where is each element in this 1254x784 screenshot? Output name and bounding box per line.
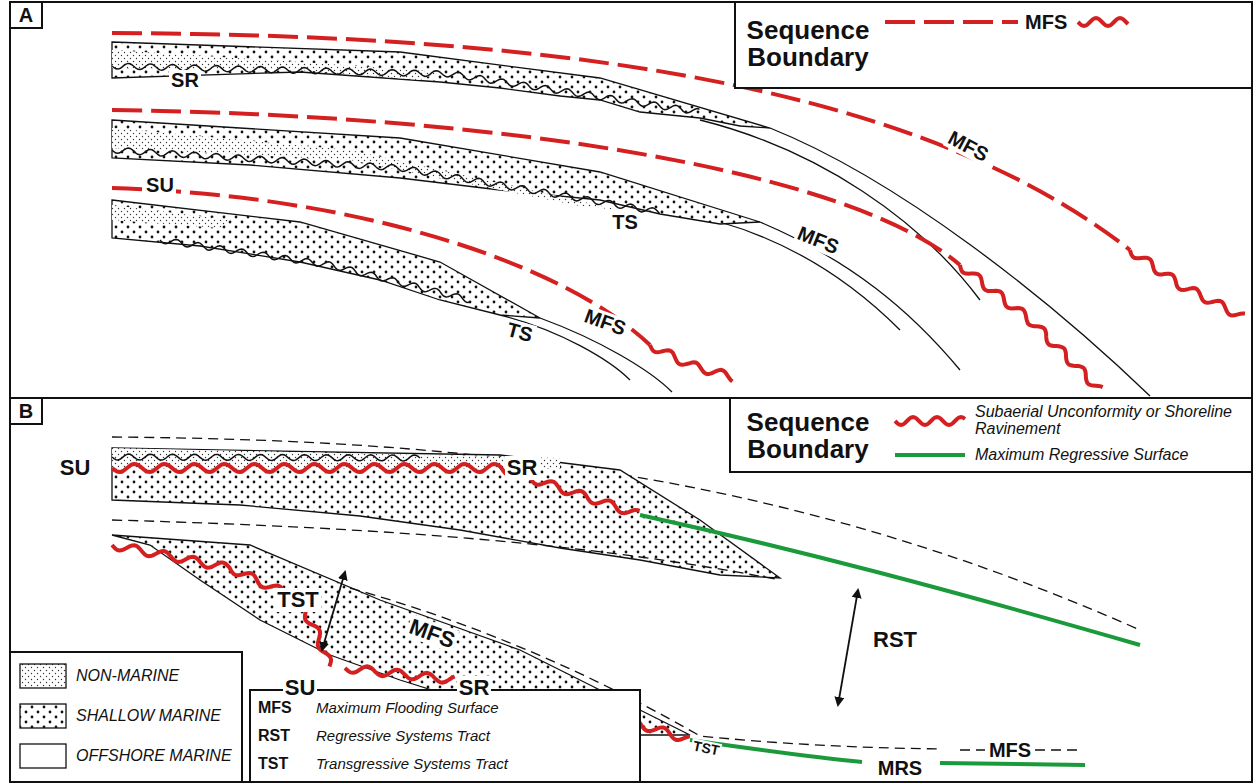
legend-sample-wavy [895, 417, 965, 425]
legend-frame [735, 2, 1252, 88]
label: RST [871, 628, 919, 651]
label: MFS [943, 126, 994, 166]
panel-frame [10, 398, 1252, 782]
label: Regressive Systems Tract [316, 728, 490, 744]
erosion-surface [112, 148, 660, 214]
label: SU [283, 676, 318, 699]
label: SR [457, 676, 492, 699]
label: TST [275, 588, 321, 611]
label: TST [690, 738, 723, 759]
label: MFS [793, 222, 844, 259]
panel-tag [10, 2, 42, 28]
thickness-arrow [322, 572, 345, 650]
legend-frame [730, 398, 1252, 472]
mfs-boundary-wavy [650, 345, 732, 381]
shallow-marine-wedge [112, 42, 770, 128]
label: MFS [987, 740, 1033, 761]
label: SU [144, 175, 176, 196]
label: SU [60, 456, 91, 479]
legend-swatch [20, 704, 66, 728]
legend-text: SHALLOW MARINE [76, 708, 221, 725]
label: TST [258, 756, 288, 773]
legend-text: MFS [1025, 12, 1067, 33]
label: SR [169, 70, 201, 91]
label: MRS [876, 758, 924, 779]
legend-sample-wavy [1078, 18, 1128, 26]
erosion-surface [112, 454, 420, 461]
legend-text: Maximum Regressive Surface [975, 447, 1245, 464]
label: MFS [258, 700, 292, 717]
label: Sequence Boundary [738, 17, 878, 72]
label: B [19, 401, 33, 422]
non-marine-unit [112, 50, 440, 80]
thickness-arrow [838, 590, 858, 705]
non-marine-unit [112, 205, 230, 228]
legend-swatch [20, 744, 66, 768]
label: TS [610, 212, 640, 233]
label: TS [503, 318, 537, 346]
legend-sample-line [885, 20, 1018, 24]
erosion-surface [160, 239, 469, 302]
offshore-lines [500, 120, 1150, 396]
label: RST [258, 728, 290, 745]
sequence-boundary-wavy [112, 545, 331, 667]
label: Maximum Flooding Surface [316, 700, 499, 716]
abbreviation-frame [250, 690, 640, 782]
label: A [19, 5, 33, 26]
panel-tag [10, 398, 42, 424]
sequence-boundary-wavy [345, 666, 455, 682]
label: SR [505, 456, 540, 479]
legend-sample-line [895, 453, 965, 457]
sequence-boundary-wavy [112, 464, 640, 513]
legend-text: OFFSHORE MARINE [76, 748, 232, 765]
maximum-regressive-surface [640, 515, 1140, 645]
shallow-marine-wedge [112, 200, 540, 318]
legend-swatch [20, 664, 66, 688]
shallow-marine-wedge [112, 120, 760, 224]
label: Sequence Boundary [738, 409, 878, 464]
legend-text: Subaerial Unconformity or Shoreline Ravi… [975, 404, 1245, 438]
erosion-surface [112, 63, 700, 113]
panel-frame [10, 2, 1252, 398]
legend-text: NON-MARINE [76, 668, 179, 685]
mfs-boundary-wavy [960, 265, 1103, 387]
mfs-boundary-wavy [1130, 250, 1245, 315]
label: MFS [580, 304, 631, 340]
legend-frame [10, 652, 242, 782]
label: Transgressive Systems Tract [316, 756, 508, 772]
